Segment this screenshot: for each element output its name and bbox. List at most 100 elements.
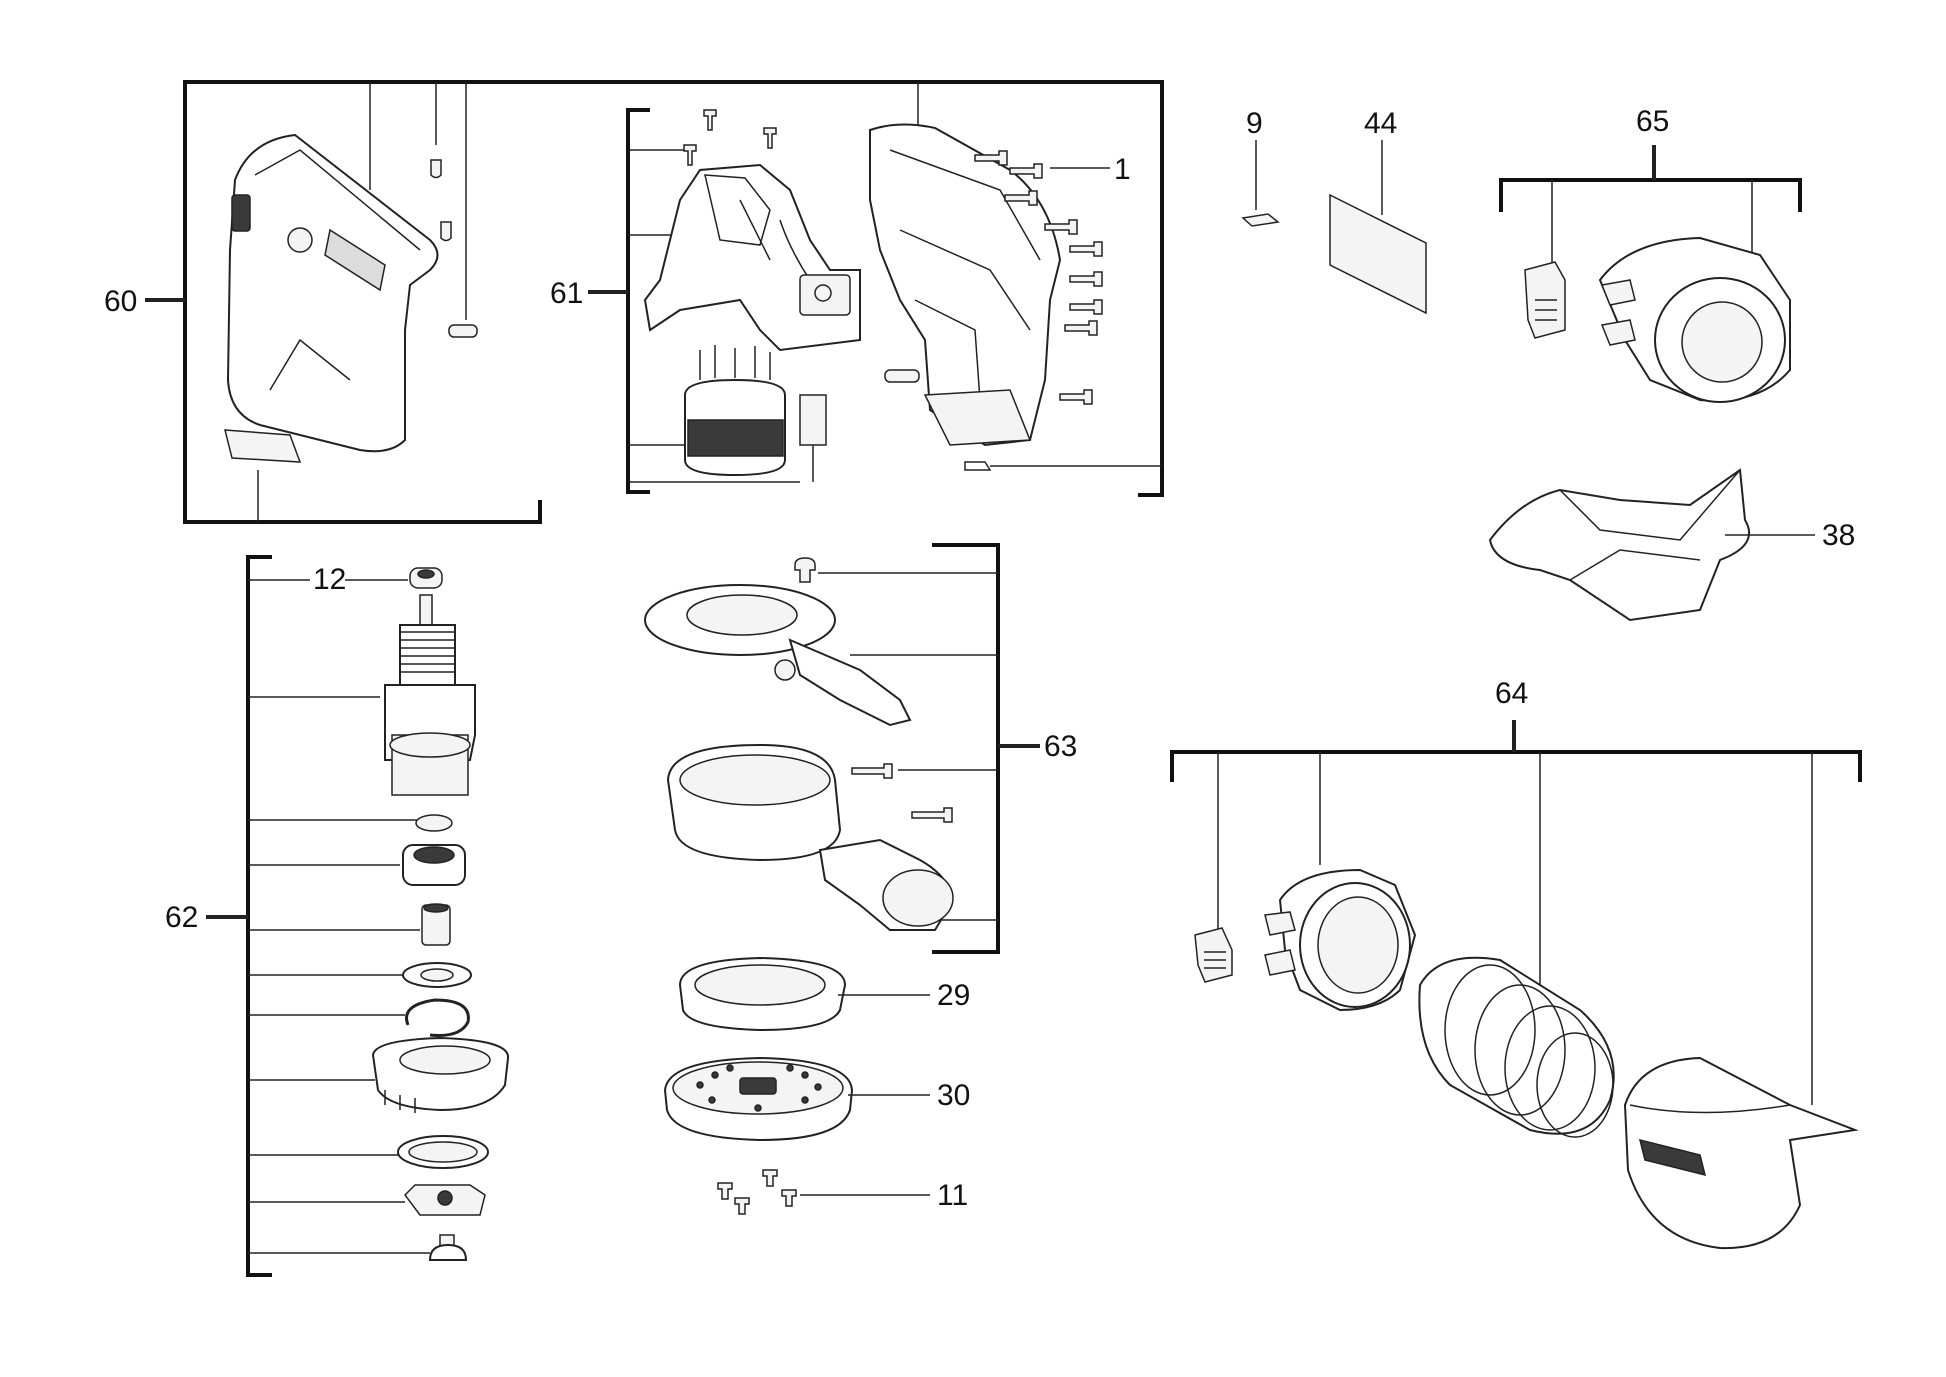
- pin-part-a: [430, 159, 442, 179]
- group-63: [644, 543, 1040, 954]
- bushing-hole: [423, 903, 449, 913]
- part-11: [717, 1169, 930, 1215]
- screw-part: [1064, 320, 1098, 336]
- filter-pleat: [1444, 964, 1536, 1096]
- screw-part: [1009, 163, 1043, 179]
- handle-housing-part: [226, 133, 439, 453]
- spindle-threads: [399, 624, 456, 686]
- canister-part-64: [1623, 1056, 1859, 1250]
- ring-part: [415, 814, 453, 832]
- bottom-shroud-rim: [679, 754, 831, 806]
- screw-part: [763, 127, 777, 149]
- top-shroud-arm: [788, 638, 912, 727]
- screw-part: [1004, 190, 1038, 206]
- pin-part-b: [440, 221, 452, 242]
- screw-part: [1069, 299, 1103, 315]
- backing-pad-logo: [739, 1077, 777, 1095]
- adapter-bore-64: [1317, 896, 1399, 994]
- bracket-62: [246, 555, 272, 1277]
- pad-screw-part: [762, 1169, 778, 1187]
- shroud-screw-part: [851, 763, 893, 779]
- screw-head-part: [428, 1243, 468, 1261]
- bracket-60: [183, 80, 1164, 524]
- electronics-assembly-part: [643, 163, 861, 352]
- part-29: [678, 956, 930, 1032]
- connector-part: [799, 394, 827, 446]
- screw-part: [703, 109, 717, 131]
- counterweight-top: [399, 1045, 491, 1075]
- top-shroud-boss: [774, 659, 796, 681]
- spindle-shaft: [419, 594, 433, 626]
- housing-boss: [287, 227, 313, 253]
- switch-module: [799, 274, 851, 316]
- filter-pleat: [1504, 1005, 1596, 1131]
- screw-part: [1059, 389, 1093, 405]
- callout-30: 30: [937, 1079, 970, 1112]
- retainer-hole: [408, 1141, 478, 1163]
- washer-hole: [420, 968, 454, 982]
- seal-ring-hole: [694, 964, 826, 1006]
- pad-screw-part: [734, 1197, 750, 1215]
- screw-part: [1069, 271, 1103, 287]
- shroud-screw-part: [794, 557, 816, 583]
- pad-screw-part: [781, 1189, 797, 1207]
- callout-61: 61: [550, 277, 583, 310]
- part-44: [1329, 140, 1427, 315]
- shroud-detail: [1559, 469, 1741, 581]
- callout-63: 63: [1044, 730, 1077, 763]
- callout-12: 12: [313, 563, 346, 596]
- shroud-screw-part: [911, 807, 953, 823]
- switch-slot: [231, 194, 251, 232]
- screw-part: [974, 150, 1008, 166]
- callout-29: 29: [937, 979, 970, 1012]
- filter-part-64: [1418, 956, 1615, 1135]
- bearing-race: [413, 846, 455, 864]
- callout-65: 65: [1636, 105, 1669, 138]
- screw-part: [1069, 241, 1103, 257]
- callout-9: 9: [1246, 107, 1263, 140]
- screw-part: [683, 144, 697, 166]
- pin-part: [884, 369, 920, 383]
- canister-rim: [1629, 1104, 1791, 1114]
- housing-foot: [923, 389, 1032, 446]
- port-opening: [882, 869, 954, 927]
- bracket-61: [626, 108, 650, 494]
- thread-lines: [400, 631, 455, 673]
- registered-mark: [814, 284, 832, 302]
- adapter-tabs-64: [1264, 911, 1296, 976]
- dust-shroud-part: [1488, 468, 1751, 622]
- clip-part-9: [1241, 213, 1280, 227]
- filter-pleat: [1536, 1032, 1614, 1138]
- label-plate-part: [224, 429, 302, 463]
- group-60: [145, 80, 1164, 524]
- handle-housing-detail: [254, 149, 421, 391]
- stator-terminals: [699, 345, 771, 380]
- brand-panel: [324, 228, 386, 292]
- stator-windings: [687, 419, 784, 457]
- spindle-collar: [389, 732, 471, 758]
- latch-grip: [1535, 299, 1557, 321]
- latch-part-64: [1194, 927, 1233, 983]
- group-65: [1499, 145, 1802, 403]
- adapter-bore: [1681, 301, 1763, 383]
- pin-part-c: [448, 324, 478, 338]
- part-38: [1488, 468, 1815, 622]
- canister-logo: [1638, 1138, 1707, 1177]
- counterweight-fins: [384, 1090, 416, 1113]
- callout-62: 62: [165, 901, 198, 934]
- screw-column-1: [974, 150, 1103, 405]
- group-62: [206, 555, 509, 1277]
- backing-pad-holes: [696, 1064, 822, 1112]
- housing-ribs: [889, 149, 1041, 401]
- adapter-tabs: [1600, 279, 1636, 346]
- callout-60: 60: [104, 285, 137, 318]
- snap-ring-part: [405, 998, 470, 1037]
- nut-hole: [437, 1190, 453, 1206]
- callout-64: 64: [1495, 677, 1528, 710]
- callout-44: 44: [1364, 107, 1397, 140]
- callout-11: 11: [937, 1179, 968, 1212]
- clip-part: [964, 461, 992, 471]
- callout-1: 1: [1114, 153, 1131, 186]
- screw-part: [1044, 219, 1078, 235]
